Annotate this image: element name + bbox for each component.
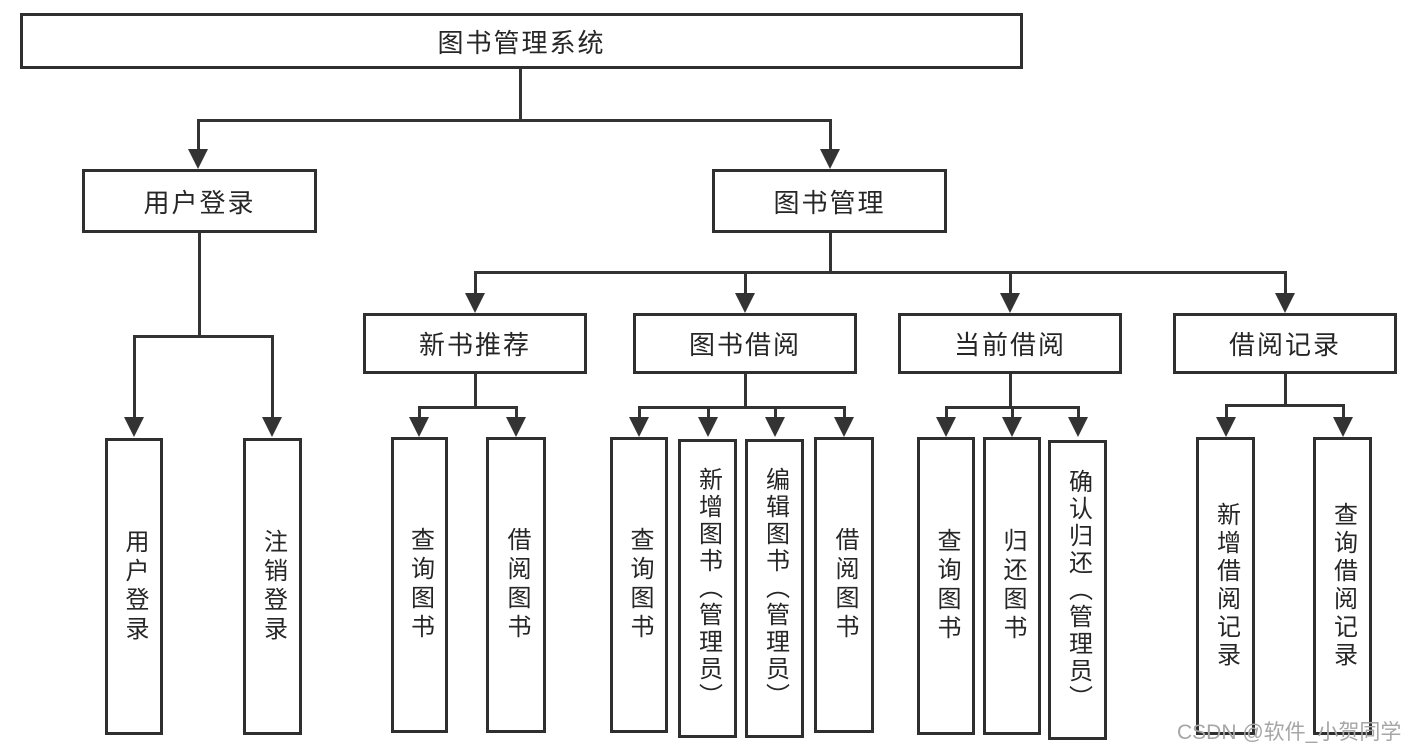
leaf-query-books-recommend: 查询图书 <box>391 437 448 733</box>
arrowhead-down-icon <box>1275 293 1295 313</box>
leaf-logout: 注销登录 <box>243 438 302 735</box>
arrowhead-down-icon <box>1002 417 1022 437</box>
connector-borrow-branch <box>638 406 846 409</box>
connector-leaf-shaft <box>1342 404 1345 420</box>
node-book-management: 图书管理 <box>712 169 947 233</box>
leaf-return-book: 归还图书 <box>983 437 1041 735</box>
connector-book-mgmt-shaft <box>829 119 832 152</box>
connector-leaf-shaft <box>707 406 710 420</box>
leaf-label: 查询图书 <box>626 527 653 643</box>
arrowhead-down-icon <box>1333 417 1353 437</box>
leaf-label: 借阅图书 <box>831 527 858 643</box>
connector-root-branch <box>197 119 831 122</box>
connector-login-branch <box>133 335 273 338</box>
node-borrow-records: 借阅记录 <box>1173 313 1397 374</box>
connector-user-login-shaft <box>197 119 200 152</box>
leaf-query-books-borrow: 查询图书 <box>610 437 668 733</box>
connector-leaf-shaft <box>1225 404 1228 420</box>
arrowhead-down-icon <box>465 293 485 313</box>
node-new-book-recommend: 新书推荐 <box>363 313 587 374</box>
leaf-label: 归还图书 <box>999 528 1026 644</box>
connector-recommend-branch <box>418 406 518 409</box>
arrowhead-down-icon <box>820 149 840 169</box>
leaf-label: 确认归还（管理员） <box>1064 468 1092 712</box>
leaf-query-books-current: 查询图书 <box>917 437 975 735</box>
connector-leaf-shaft <box>133 335 136 419</box>
leaf-label: 编辑图书（管理员） <box>761 467 789 710</box>
leaf-borrow-books: 借阅图书 <box>814 437 874 733</box>
arrowhead-down-icon <box>834 417 854 437</box>
arrowhead-down-icon <box>262 417 282 437</box>
connector-recommend-stem <box>474 374 477 408</box>
leaf-add-borrow-record: 新增借阅记录 <box>1196 437 1255 735</box>
connector-login-stem <box>198 233 201 337</box>
arrowhead-down-icon <box>698 417 718 437</box>
connector-leaf-shaft <box>774 406 777 420</box>
connector-mgmt-branch <box>474 271 1286 274</box>
connector-leaf-shaft <box>843 406 846 420</box>
connector-leaf-shaft <box>638 406 641 420</box>
connector-l3-shaft <box>474 271 477 297</box>
connector-borrow-stem <box>744 374 747 408</box>
node-book-borrow: 图书借阅 <box>633 313 857 374</box>
connector-leaf-shaft <box>515 406 518 420</box>
arrowhead-down-icon <box>1216 417 1236 437</box>
leaf-user-login: 用户登录 <box>105 438 163 735</box>
leaf-borrow-books-recommend: 借阅图书 <box>486 437 546 733</box>
connector-l3-shaft <box>744 271 747 297</box>
node-root: 图书管理系统 <box>20 13 1023 69</box>
connector-leaf-shaft <box>1077 406 1080 420</box>
connector-l3-shaft <box>1009 271 1012 297</box>
leaf-label: 借阅图书 <box>503 527 530 643</box>
connector-leaf-shaft <box>418 406 421 420</box>
leaf-confirm-return-admin: 确认归还（管理员） <box>1048 440 1107 740</box>
node-user-login: 用户登录 <box>82 169 317 233</box>
node-root-label: 图书管理系统 <box>437 27 606 58</box>
arrowhead-down-icon <box>409 417 429 437</box>
leaf-label: 新增借阅记录 <box>1212 502 1240 670</box>
arrowhead-down-icon <box>936 417 956 437</box>
node-label: 图书管理 <box>773 187 886 218</box>
connector-current-stem <box>1009 374 1012 408</box>
arrowhead-down-icon <box>506 417 526 437</box>
leaf-label: 注销登录 <box>259 528 287 645</box>
arrowhead-down-icon <box>629 417 649 437</box>
connector-leaf-shaft <box>945 406 948 420</box>
connector-records-stem <box>1284 374 1287 407</box>
watermark: CSDN @软件_小贺同学 <box>1177 721 1402 744</box>
node-label: 当前借阅 <box>953 330 1066 360</box>
arrowhead-down-icon <box>765 417 785 437</box>
leaf-label: 查询图书 <box>406 527 434 643</box>
leaf-label: 用户登录 <box>121 528 148 645</box>
node-label: 新书推荐 <box>418 330 531 360</box>
connector-l3-shaft <box>1284 271 1287 297</box>
arrowhead-down-icon <box>124 417 144 437</box>
leaf-label: 新增图书（管理员） <box>694 467 722 710</box>
leaf-label: 查询图书 <box>933 528 960 644</box>
arrowhead-down-icon <box>735 293 755 313</box>
connector-records-branch <box>1225 404 1344 407</box>
connector-mgmt-stem <box>829 233 832 273</box>
arrowhead-down-icon <box>1068 417 1088 437</box>
node-label: 图书借阅 <box>688 330 801 360</box>
leaf-edit-book-admin: 编辑图书（管理员） <box>745 439 804 738</box>
node-current-borrow: 当前借阅 <box>898 313 1122 374</box>
connector-leaf-shaft <box>271 335 274 419</box>
node-label: 借阅记录 <box>1228 330 1341 360</box>
leaf-query-borrow-record: 查询借阅记录 <box>1313 437 1372 735</box>
leaf-label: 查询借阅记录 <box>1329 502 1357 670</box>
leaf-add-book-admin: 新增图书（管理员） <box>678 439 737 738</box>
arrowhead-down-icon <box>1000 293 1020 313</box>
connector-leaf-shaft <box>1011 406 1014 420</box>
connector-root-stem <box>519 69 522 122</box>
node-label: 用户登录 <box>143 187 256 218</box>
arrowhead-down-icon <box>188 149 208 169</box>
